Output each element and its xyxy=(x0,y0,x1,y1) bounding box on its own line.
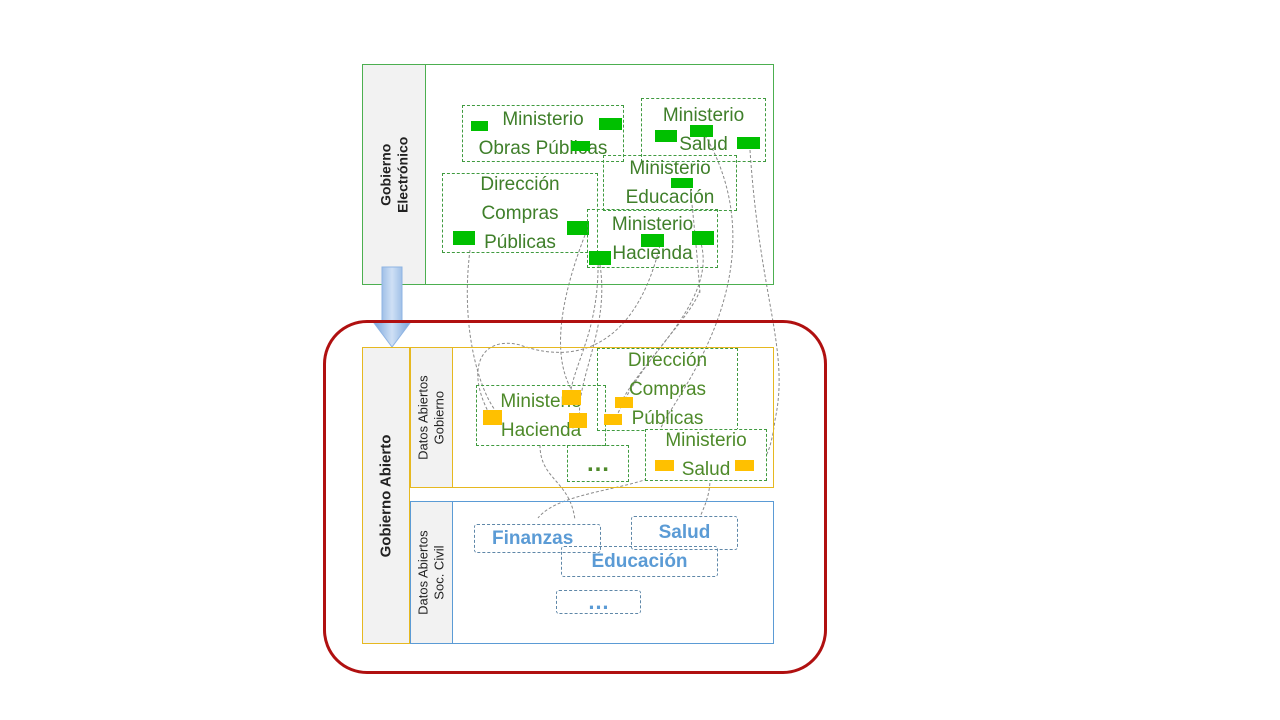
sc-salud-box: Salud xyxy=(631,516,738,550)
dg-ellipsis: … xyxy=(586,450,610,477)
sc-finanzas-label: Finanzas xyxy=(492,527,574,549)
dg-direccion-compras-line3: Públicas xyxy=(631,408,704,429)
green-connector-square xyxy=(471,121,488,131)
green-connector-square xyxy=(690,125,713,137)
datos-soc-civil-label-line2: Soc. Civil xyxy=(431,545,447,600)
datos-soc-civil-label-line1: Datos Abiertos xyxy=(415,530,431,615)
ge-direccion-compras-line2: Compras xyxy=(481,202,559,224)
sc-educacion-box: Educación xyxy=(561,546,718,577)
gobierno-abierto-outline xyxy=(323,320,827,674)
dg-direccion-compras-line2: Compras xyxy=(628,379,707,400)
ge-direccion-compras-line1: Dirección xyxy=(480,173,560,195)
ge-direccion-compras-line3: Públicas xyxy=(484,231,556,253)
gobierno-electronico-label-line1: Gobierno xyxy=(377,143,394,206)
datos-soc-civil-label-box: Datos Abiertos Soc. Civil xyxy=(411,502,453,643)
green-connector-square xyxy=(671,178,693,188)
green-connector-square xyxy=(599,118,622,130)
ge-ministerio-hacienda-line2: Hacienda xyxy=(612,242,693,264)
green-connector-square xyxy=(737,137,760,149)
gobierno-electronico-label-line2: Electrónico xyxy=(394,136,410,213)
datos-soc-civil-label: Datos Abiertos Soc. Civil xyxy=(416,530,447,615)
ge-ministerio-educacion-box: Ministerio Educación xyxy=(603,155,737,211)
sc-educacion-label: Educación xyxy=(591,550,688,572)
yellow-connector-square xyxy=(615,397,633,408)
ge-ministerio-salud-line2: Salud xyxy=(679,134,728,155)
ge-ministerio-obras-box: Ministerio Obras Públicas xyxy=(462,105,624,162)
ge-ministerio-educacion-line2: Educación xyxy=(625,187,715,208)
green-connector-square xyxy=(567,221,589,235)
datos-gobierno-label: Datos Abiertos Gobierno xyxy=(416,375,447,460)
yellow-connector-square xyxy=(569,413,587,428)
yellow-connector-square xyxy=(735,460,754,471)
dg-ellipsis-box: … xyxy=(567,445,629,482)
datos-gobierno-panel xyxy=(410,347,774,488)
dg-ministerio-hacienda-line2: Hacienda xyxy=(500,419,582,441)
datos-gobierno-label-line1: Datos Abiertos xyxy=(415,375,431,460)
gobierno-abierto-label-box: Gobierno Abierto xyxy=(362,347,410,644)
gobierno-electronico-label: Gobierno Electrónico xyxy=(377,136,411,212)
dg-ministerio-salud-line2: Salud xyxy=(681,459,731,480)
ge-ministerio-obras-line1: Ministerio xyxy=(502,108,584,130)
green-connector-square xyxy=(655,130,677,142)
gobierno-electronico-label-box: Gobierno Electrónico xyxy=(363,65,426,284)
sc-ellipsis-box: … xyxy=(556,589,641,614)
yellow-connector-square xyxy=(483,410,502,425)
yellow-connector-square xyxy=(655,460,674,471)
dg-ministerio-salud-box: Ministerio Salud xyxy=(645,429,767,481)
sc-salud-label: Salud xyxy=(658,522,711,543)
dg-ministerio-salud-line1: Ministerio xyxy=(665,430,747,451)
ge-ministerio-hacienda-box: Ministerio Hacienda xyxy=(587,209,718,268)
ge-ministerio-salud-line1: Ministerio xyxy=(662,105,745,126)
datos-gobierno-label-box: Datos Abiertos Gobierno xyxy=(411,348,453,487)
green-connector-square xyxy=(453,231,475,245)
dg-direccion-compras-line1: Dirección xyxy=(627,350,708,371)
ge-direccion-compras-box: Dirección Compras Públicas xyxy=(442,173,598,253)
green-connector-square xyxy=(692,231,714,245)
green-connector-square xyxy=(571,141,590,151)
dg-direccion-compras-box: Dirección Compras Públicas xyxy=(597,348,738,431)
green-connector-square xyxy=(641,234,664,247)
datos-soc-civil-panel xyxy=(410,501,774,644)
yellow-connector-square xyxy=(562,390,581,405)
yellow-connector-square xyxy=(604,414,622,425)
gobierno-abierto-label: Gobierno Abierto xyxy=(377,434,394,557)
datos-gobierno-label-line2: Gobierno xyxy=(431,390,447,445)
ge-ministerio-salud-box: Ministerio Salud xyxy=(641,98,766,162)
sc-ellipsis: … xyxy=(587,589,610,614)
sc-finanzas-box: Finanzas xyxy=(474,524,601,553)
dg-ministerio-hacienda-box: Ministerio Hacienda xyxy=(476,385,606,446)
ge-ministerio-hacienda-line1: Ministerio xyxy=(611,213,694,235)
dg-ministerio-hacienda-line1: Ministerio xyxy=(500,390,582,412)
green-connector-square xyxy=(589,251,611,265)
ge-ministerio-educacion-line1: Ministerio xyxy=(629,158,711,179)
gobierno-electronico-panel xyxy=(362,64,774,285)
down-arrow-icon xyxy=(373,266,411,348)
